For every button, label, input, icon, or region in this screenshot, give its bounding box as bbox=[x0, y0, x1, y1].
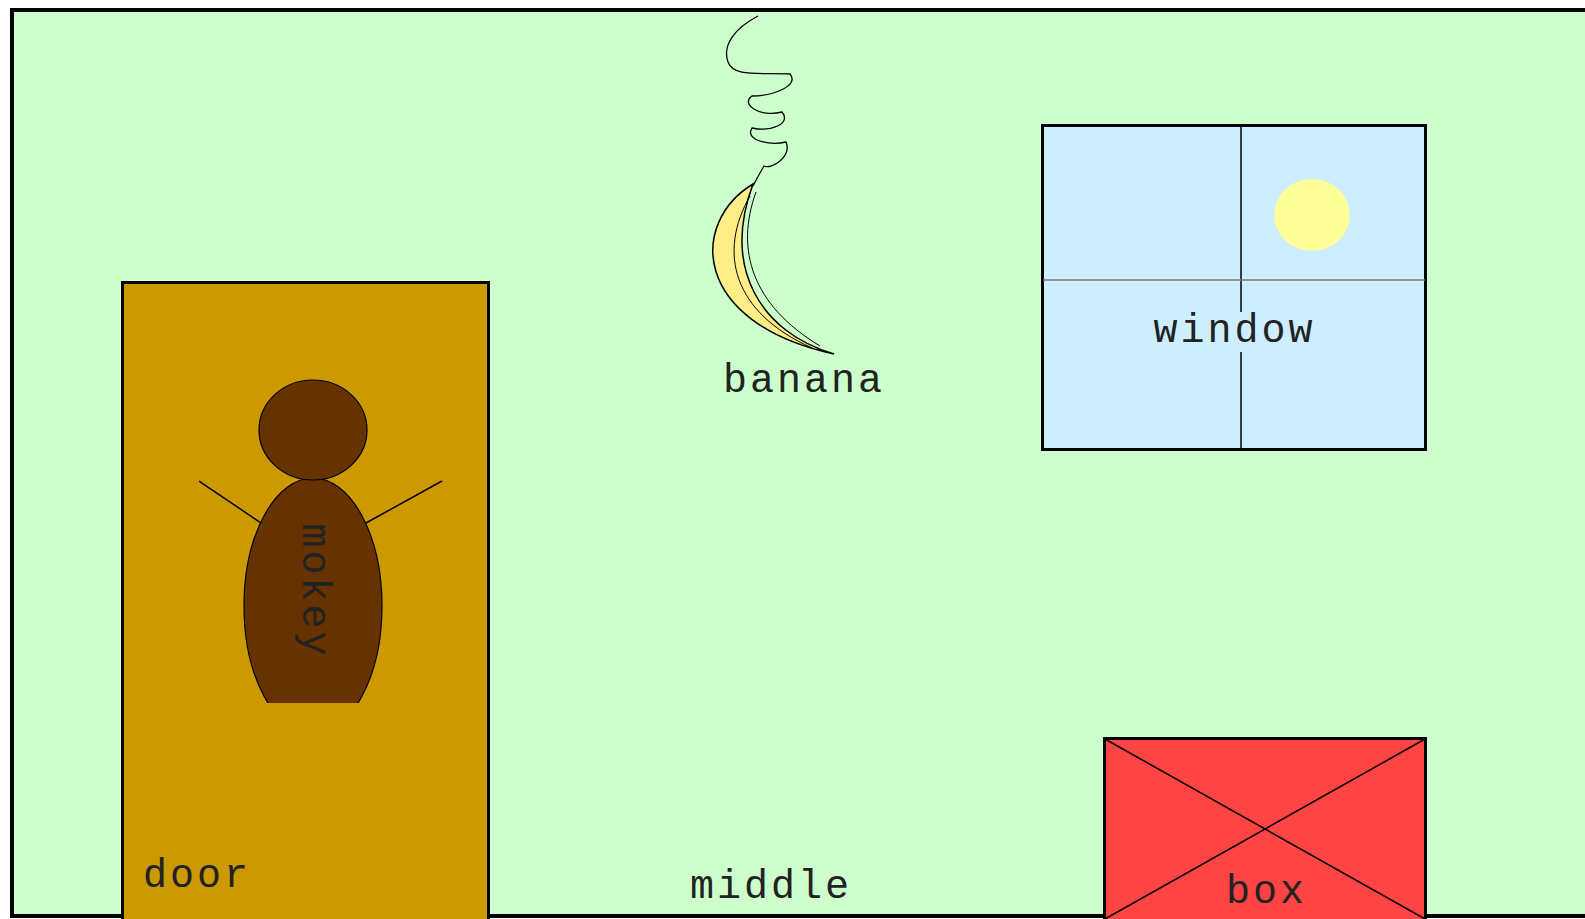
box-drawing bbox=[1105, 739, 1426, 919]
window-drawing bbox=[1043, 126, 1426, 450]
node-label: mokey bbox=[293, 523, 333, 658]
monkey-drawing bbox=[199, 376, 585, 703]
banana-drawing bbox=[713, 16, 834, 354]
node-label: box bbox=[1220, 873, 1310, 913]
door-frame: mokey door bbox=[121, 281, 490, 919]
place-label: middle bbox=[690, 868, 852, 908]
window-frame: window bbox=[1041, 124, 1427, 451]
node-label: door bbox=[143, 857, 251, 897]
door-panel bbox=[123, 283, 489, 919]
monkey-figure: mokey bbox=[199, 376, 443, 916]
box-crate: box bbox=[1103, 737, 1427, 919]
node-label: window bbox=[1147, 312, 1318, 352]
object-label: banana bbox=[723, 362, 885, 402]
